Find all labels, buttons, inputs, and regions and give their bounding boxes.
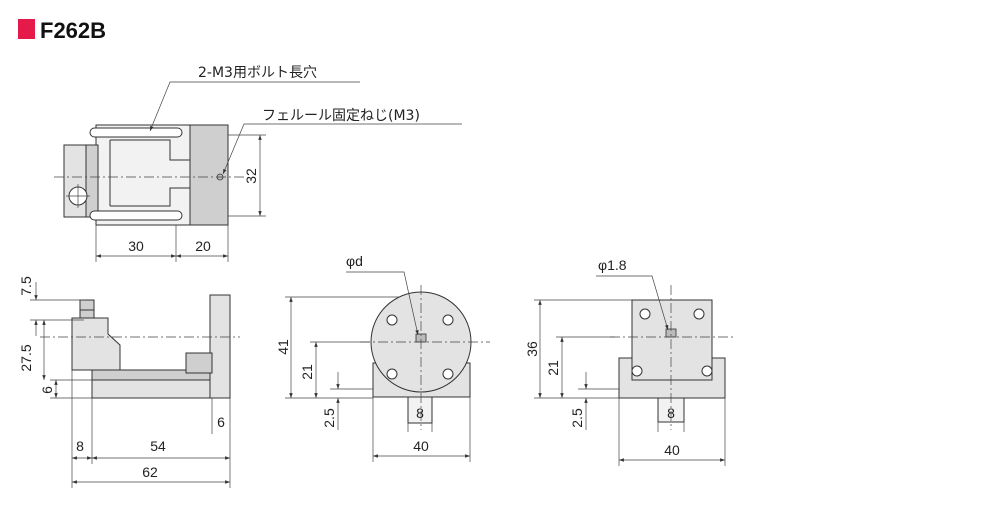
dim-side-mid: 27.5 xyxy=(18,344,34,371)
front-view-square: φ1.8 36 21 2.5 8 40 xyxy=(524,257,735,466)
top-view-recess xyxy=(109,139,190,207)
callout-ferrule-screw: フェルール固定ねじ(M3) xyxy=(262,108,420,124)
callout-bolt-slot: 2-M3用ボルト長穴 xyxy=(198,65,317,81)
dim-side-base: 6 xyxy=(39,386,55,394)
front-view-round: φd 41 21 2.5 8 40 xyxy=(275,253,490,462)
dim-side-wall: 6 xyxy=(217,414,225,430)
square-dim-slot: 8 xyxy=(667,405,675,421)
dim-side-inner: 54 xyxy=(150,438,166,454)
square-hole-bl xyxy=(631,365,643,377)
square-dim-height: 36 xyxy=(524,341,540,357)
side-view-wall xyxy=(209,294,231,399)
square-dim-width: 40 xyxy=(664,442,680,458)
square-dim-center: 21 xyxy=(545,360,561,376)
side-view-clamp xyxy=(71,317,121,371)
square-hole-tr xyxy=(693,308,705,320)
dim-side-total: 62 xyxy=(142,464,158,480)
side-view-step xyxy=(185,352,213,374)
round-diameter-label: φd xyxy=(346,253,363,269)
round-hole-bl xyxy=(386,368,398,380)
model-title: F262B xyxy=(40,18,106,43)
bolt-slot-bottom xyxy=(89,210,183,221)
round-dim-center: 21 xyxy=(299,364,315,380)
round-dim-bottom: 2.5 xyxy=(321,408,337,428)
side-view-screw-head xyxy=(79,299,95,319)
round-hole-br xyxy=(442,368,454,380)
title-block: F262B xyxy=(18,18,106,43)
bolt-slot-top xyxy=(89,127,183,138)
round-dim-slot: 8 xyxy=(416,405,424,421)
side-view: 7.5 27.5 6 6 8 54 62 xyxy=(18,276,240,488)
dim-side-left: 8 xyxy=(76,438,84,454)
square-dim-bottom: 2.5 xyxy=(569,408,585,428)
square-diameter-label: φ1.8 xyxy=(598,257,627,273)
side-view-base xyxy=(91,379,213,399)
round-dim-width: 40 xyxy=(413,438,429,454)
dim-top-a: 30 xyxy=(128,238,144,254)
title-marker xyxy=(18,19,35,39)
dim-top-b: 20 xyxy=(195,238,211,254)
dim-side-top: 7.5 xyxy=(18,276,34,296)
round-slot-post xyxy=(407,396,433,424)
round-dim-height: 41 xyxy=(275,339,291,355)
top-view-clamp-edge xyxy=(85,144,99,218)
square-hole-br xyxy=(701,365,713,377)
round-hole-tr xyxy=(442,314,454,326)
square-hole-tl xyxy=(639,308,651,320)
round-hole-tl xyxy=(386,314,398,326)
top-view: 2-M3用ボルト長穴 フェルール固定ねじ(M3) 32 30 20 xyxy=(54,65,462,262)
dim-top-height: 32 xyxy=(243,168,259,184)
